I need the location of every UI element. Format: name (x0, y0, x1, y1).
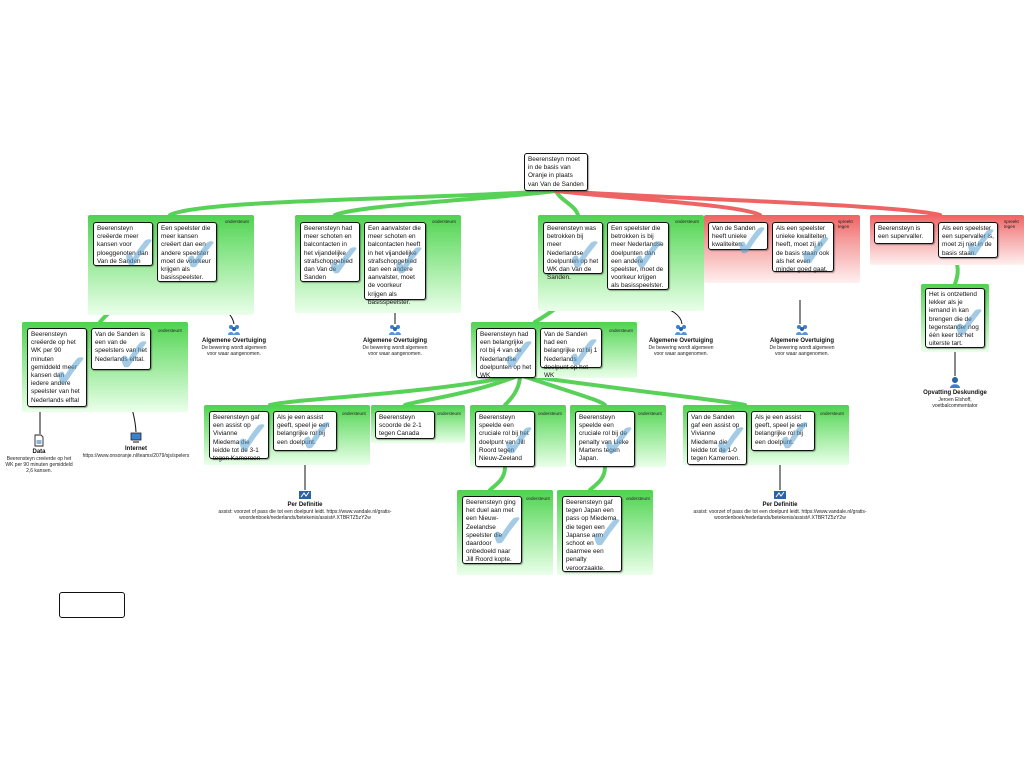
source-general-belief-desc: De bewering wordt algemeen voor waar aan… (201, 345, 267, 357)
source-definition-title: Per Definitie (287, 502, 323, 508)
claim-b2[interactable]: Een aanvalster die meer schoten en balco… (364, 222, 426, 306)
source-internet-title: Internet (124, 446, 147, 452)
source-definition-title: Per Definitie (762, 502, 798, 508)
claim-h2[interactable]: Als je een assist geeft, speel je een be… (751, 411, 815, 451)
source-data-title: Data (32, 449, 46, 455)
claim-c1b[interactable]: Van de Sanden had een belangrijke rol bi… (540, 328, 602, 379)
source-general-belief-desc: De bewering wordt algemeen voor waar aan… (648, 345, 714, 357)
source-general-belief-3[interactable]: Algemene Overtuiging De bewering wordt a… (646, 324, 716, 357)
support-tag: ondersteunt (225, 219, 249, 224)
claim-h1[interactable]: Van de Sanden gaf een assist op Vivianne… (687, 411, 747, 465)
source-definition-1[interactable]: Per Definitie assist: voorzet of pass di… (210, 490, 400, 521)
support-tag: ondersteunt (538, 411, 562, 416)
source-definition-2[interactable]: Per Definitie assist: voorzet of pass di… (685, 490, 875, 521)
source-general-belief-2[interactable]: Algemene Overtuiging De bewering wordt a… (360, 324, 430, 357)
support-tag: ondersteunt (342, 411, 366, 416)
source-general-belief-title: Algemene Overtuiging (769, 338, 834, 344)
source-definition-desc: assist: voorzet of pass die tot een doel… (218, 509, 392, 521)
empty-claim-box[interactable] (59, 592, 125, 618)
support-tag: ondersteunt (626, 496, 650, 501)
source-internet-desc: https://www.onsoranje.nl/teams/2079/sjs/… (82, 453, 190, 459)
claim-a1a[interactable]: Beerensteyn creëerde op het WK per 90 mi… (27, 328, 87, 407)
source-general-belief-desc: De bewering wordt algemeen voor waar aan… (769, 345, 835, 357)
source-general-belief-1[interactable]: Algemene Overtuiging De bewering wordt a… (199, 324, 269, 357)
source-internet[interactable]: Internet https://www.onsoranje.nl/teams/… (78, 432, 194, 459)
claim-a1[interactable]: Beerensteyn creëerde meer kansen voor pl… (93, 222, 153, 266)
source-general-belief-title: Algemene Overtuiging (201, 338, 266, 344)
document-icon (34, 434, 44, 447)
source-general-belief-title: Algemene Overtuiging (648, 338, 713, 344)
support-tag: ondersteunt (158, 328, 182, 333)
claim-s2a[interactable]: Het is ontzettend lekker als je iemand i… (925, 288, 985, 348)
claim-b1[interactable]: Beerensteyn had meer schoten en balconta… (300, 222, 360, 282)
support-tag: ondersteunt (675, 219, 699, 224)
definition-icon (774, 491, 786, 499)
claim-r1[interactable]: Van de Sanden heeft unieke kwaliteiten. (708, 222, 768, 250)
source-general-belief-title: Algemene Overtuiging (362, 338, 427, 344)
support-tag: ondersteunt (526, 496, 550, 501)
oppose-tag: spreekt tegen (838, 219, 853, 229)
claim-f1a[interactable]: Beerensteyn ging het duel aan met een Ni… (462, 496, 522, 564)
claim-c2[interactable]: Een speelster die betrokken is bij meer … (607, 222, 669, 290)
people-icon (796, 325, 808, 335)
support-tag: ondersteunt (638, 411, 662, 416)
source-expert-title: Opvatting Deskundige (923, 390, 987, 396)
claim-g1[interactable]: Beerensteyn speelde een cruciale rol bij… (575, 411, 635, 467)
people-icon (675, 325, 687, 335)
source-definition-desc: assist: voorzet of pass die tot een doel… (693, 509, 867, 521)
support-tag: ondersteunt (437, 411, 461, 416)
definition-icon (299, 491, 311, 499)
claim-c1a[interactable]: Beerensteyn had een belangrijke rol bij … (476, 328, 536, 379)
support-tag: ondersteunt (432, 219, 456, 224)
claim-a1b[interactable]: Van de Sanden is een van de speelsters v… (91, 328, 151, 370)
oppose-tag: spreekt tegen (1004, 219, 1019, 229)
people-icon (389, 325, 401, 335)
source-expert-desc: Jeroen Elshoff, voetbalcommentator (932, 397, 978, 409)
claim-d1[interactable]: Beerensteyn gaf een assist op Vivianne M… (209, 411, 269, 462)
claim-s1[interactable]: Beerensteyn is een supervaller. (874, 222, 934, 244)
claim-c1[interactable]: Beerensteyn was betrokken bij meer Neder… (543, 222, 603, 281)
computer-icon (130, 432, 142, 443)
expert-icon (950, 377, 960, 388)
claim-a2[interactable]: Een speelster die meer kansen creëert da… (157, 222, 217, 282)
claim-g1a[interactable]: Beerensteyn gaf tegen Japan een pass op … (562, 496, 622, 572)
claim-d2[interactable]: Als je een assist geeft, speel je een be… (273, 411, 337, 451)
support-tag: ondersteunt (609, 328, 633, 333)
source-general-belief-desc: De bewering wordt algemeen voor waar aan… (362, 345, 428, 357)
claim-e1[interactable]: Beerensteyn scoorde de 2-1 tegen Canada (375, 411, 435, 439)
source-data[interactable]: Data Beerensteyn creëerde op het WK per … (4, 434, 74, 474)
claim-f1[interactable]: Beerensteyn speelde een cruciale rol bij… (475, 411, 535, 467)
people-icon (228, 325, 240, 335)
support-tag: ondersteunt (820, 411, 844, 416)
source-expert-opinion[interactable]: Opvatting Deskundige Jeroen Elshoff, voe… (920, 376, 990, 409)
claim-r2[interactable]: Als een speelster unieke kwaliteiten hee… (772, 222, 834, 273)
source-general-belief-4[interactable]: Algemene Overtuiging De bewering wordt a… (767, 324, 837, 357)
source-data-desc: Beerensteyn creëerde op het WK per 90 mi… (5, 456, 73, 474)
root-claim[interactable]: Beerensteyn moet in de basis van Oranje … (524, 153, 588, 191)
claim-s2[interactable]: Als een speelster een supervaller is, mo… (938, 222, 998, 258)
